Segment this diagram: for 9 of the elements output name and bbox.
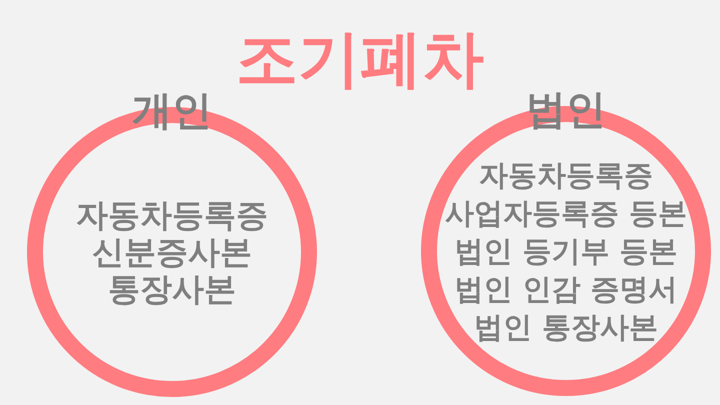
document-item: 통장사본 <box>108 270 236 308</box>
document-item: 자동차등록증 <box>479 157 653 194</box>
title: 조기폐차 <box>236 22 484 96</box>
document-item: 사업자등록증 등본 <box>444 195 688 232</box>
document-item: 법인 등기부 등본 <box>454 233 678 270</box>
document-item: 법인 통장사본 <box>474 309 658 346</box>
document-item: 자동차등록증 <box>76 196 268 234</box>
document-item: 법인 인감 증명서 <box>454 271 678 308</box>
document-item: 신분증사본 <box>92 234 252 270</box>
